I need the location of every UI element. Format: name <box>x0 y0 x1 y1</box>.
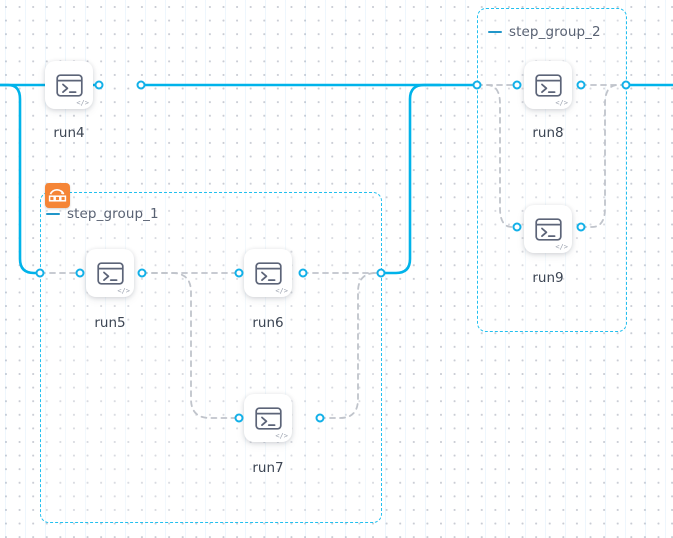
group-box-step_group_1[interactable] <box>40 192 382 523</box>
node-label-run4: run4 <box>53 125 85 141</box>
port-in-run6[interactable] <box>234 268 244 278</box>
port-out-run4[interactable] <box>136 80 146 90</box>
group-header-step_group_1[interactable]: step_group_1 <box>46 206 159 222</box>
minus-icon[interactable] <box>46 212 60 216</box>
port-out-run9[interactable] <box>576 222 586 232</box>
port-in-run7[interactable] <box>234 413 244 423</box>
node-run6[interactable]: </> <box>244 249 292 297</box>
edge-group1-out-to-main[interactable] <box>379 83 442 275</box>
minus-icon[interactable] <box>488 30 502 34</box>
terminal-icon <box>534 73 562 97</box>
terminal-icon <box>254 406 282 430</box>
code-badge-icon: </> <box>555 99 568 107</box>
port-out-run5[interactable] <box>137 268 147 278</box>
node-run8[interactable]: </> <box>524 61 572 109</box>
node-label-run5: run5 <box>94 315 126 331</box>
port-output-step_group_1[interactable] <box>376 268 386 278</box>
node-run7[interactable]: </> <box>244 394 292 442</box>
node-run9[interactable]: </> <box>524 205 572 253</box>
aws-step-functions-icon <box>45 183 70 208</box>
node-label-run6: run6 <box>252 315 284 331</box>
port-in-run4[interactable] <box>94 80 104 90</box>
group-label-step_group_1: step_group_1 <box>67 206 159 222</box>
group-header-step_group_2[interactable]: step_group_2 <box>488 24 601 40</box>
code-badge-icon: </> <box>275 432 288 440</box>
group-label-step_group_2: step_group_2 <box>509 24 601 40</box>
port-in-run9[interactable] <box>512 222 522 232</box>
port-in-run5[interactable] <box>75 268 85 278</box>
node-label-run9: run9 <box>532 270 564 286</box>
node-run4[interactable]: </> <box>45 61 93 109</box>
code-badge-icon: </> <box>76 99 89 107</box>
port-output-step_group_2[interactable] <box>621 80 631 90</box>
port-input-step_group_1[interactable] <box>35 268 45 278</box>
node-run5[interactable]: </> <box>86 249 134 297</box>
terminal-icon <box>55 73 83 97</box>
terminal-icon <box>96 261 124 285</box>
node-label-run8: run8 <box>532 125 564 141</box>
code-badge-icon: </> <box>275 287 288 295</box>
terminal-icon <box>254 261 282 285</box>
terminal-icon <box>534 217 562 241</box>
port-out-run6[interactable] <box>298 268 308 278</box>
node-label-run7: run7 <box>252 460 284 476</box>
port-input-step_group_2[interactable] <box>472 80 482 90</box>
port-in-run8[interactable] <box>512 80 522 90</box>
code-badge-icon: </> <box>555 243 568 251</box>
port-out-run8[interactable] <box>576 80 586 90</box>
edge-canvas-in-to-group1[interactable] <box>0 83 42 275</box>
port-out-run7[interactable] <box>315 413 325 423</box>
code-badge-icon: </> <box>117 287 130 295</box>
